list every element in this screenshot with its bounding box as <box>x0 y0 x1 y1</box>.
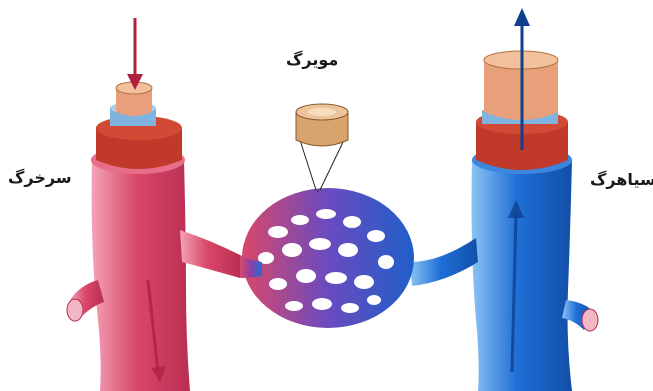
artery-label: سرخرگ <box>8 168 72 187</box>
vein <box>410 8 598 391</box>
capillary-bed <box>240 188 414 328</box>
artery <box>67 18 240 391</box>
vein-label: سیاهرگ <box>590 170 653 189</box>
capillary-label: مویرگ <box>286 50 338 69</box>
capillary-cross-section <box>296 104 348 190</box>
